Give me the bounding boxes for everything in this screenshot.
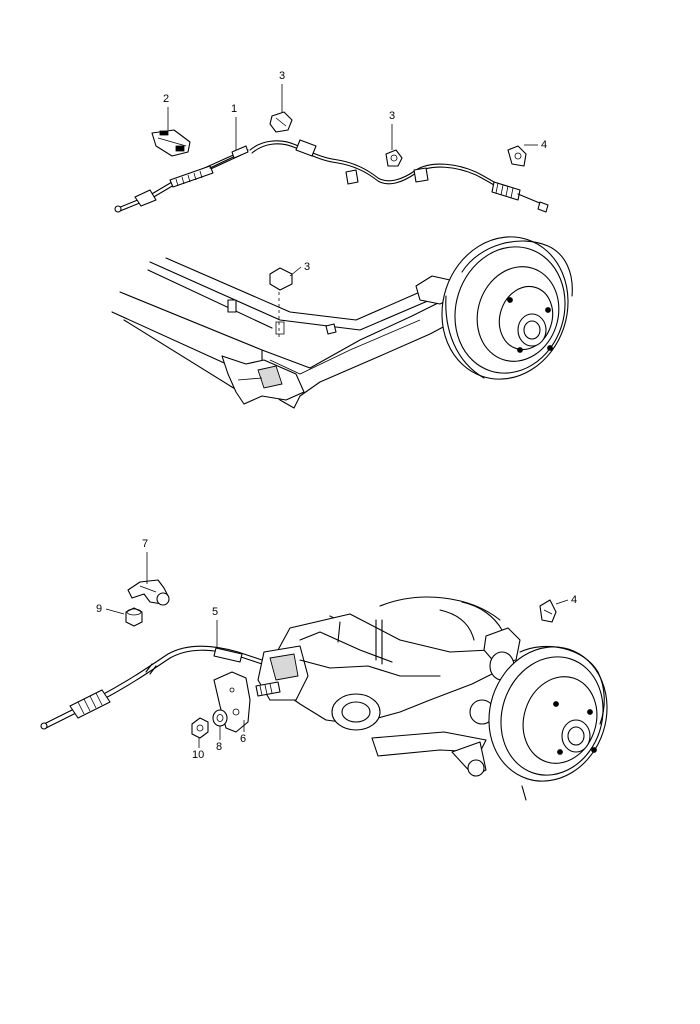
upper-cable-assembly: [114, 111, 549, 213]
callout-8: 8: [216, 741, 222, 753]
part-9-nut: [125, 607, 143, 627]
part-1-cable: [114, 139, 549, 213]
upper-brake-drum: [441, 236, 573, 380]
callout-3-a: 3: [279, 70, 285, 82]
lower-subframe: [255, 596, 521, 777]
part-8-washer: [212, 709, 228, 727]
part-10-nut: [191, 717, 209, 739]
part-4-clip-lower: [539, 599, 557, 623]
callout-6: 6: [240, 733, 246, 745]
lower-assembly: [40, 579, 608, 801]
part-4-clip: [507, 145, 527, 167]
callout-10: 10: [192, 749, 204, 761]
callout-3-b: 3: [389, 110, 395, 122]
callout-4: 4: [541, 139, 547, 151]
upper-axle-assembly: [111, 236, 573, 409]
part-7-bracket: [127, 579, 170, 606]
upper-callouts: 2 1 3 3 4 3: [163, 70, 547, 277]
callout-1: 1: [231, 103, 237, 115]
part-3-clip-a: [269, 111, 293, 133]
part-2-bracket: [151, 129, 191, 157]
callout-4-lower: 4: [571, 594, 577, 606]
part-5-cable: [40, 645, 263, 730]
part-3-clip-b: [385, 149, 403, 167]
callout-2: 2: [163, 93, 169, 105]
lower-callouts: 7 9 5 4 10 8 6: [96, 538, 577, 761]
lower-brake-drum: [488, 645, 608, 801]
callout-9: 9: [96, 603, 102, 615]
callout-5: 5: [212, 606, 218, 618]
callout-3-c: 3: [304, 261, 310, 273]
callout-7: 7: [142, 538, 148, 550]
